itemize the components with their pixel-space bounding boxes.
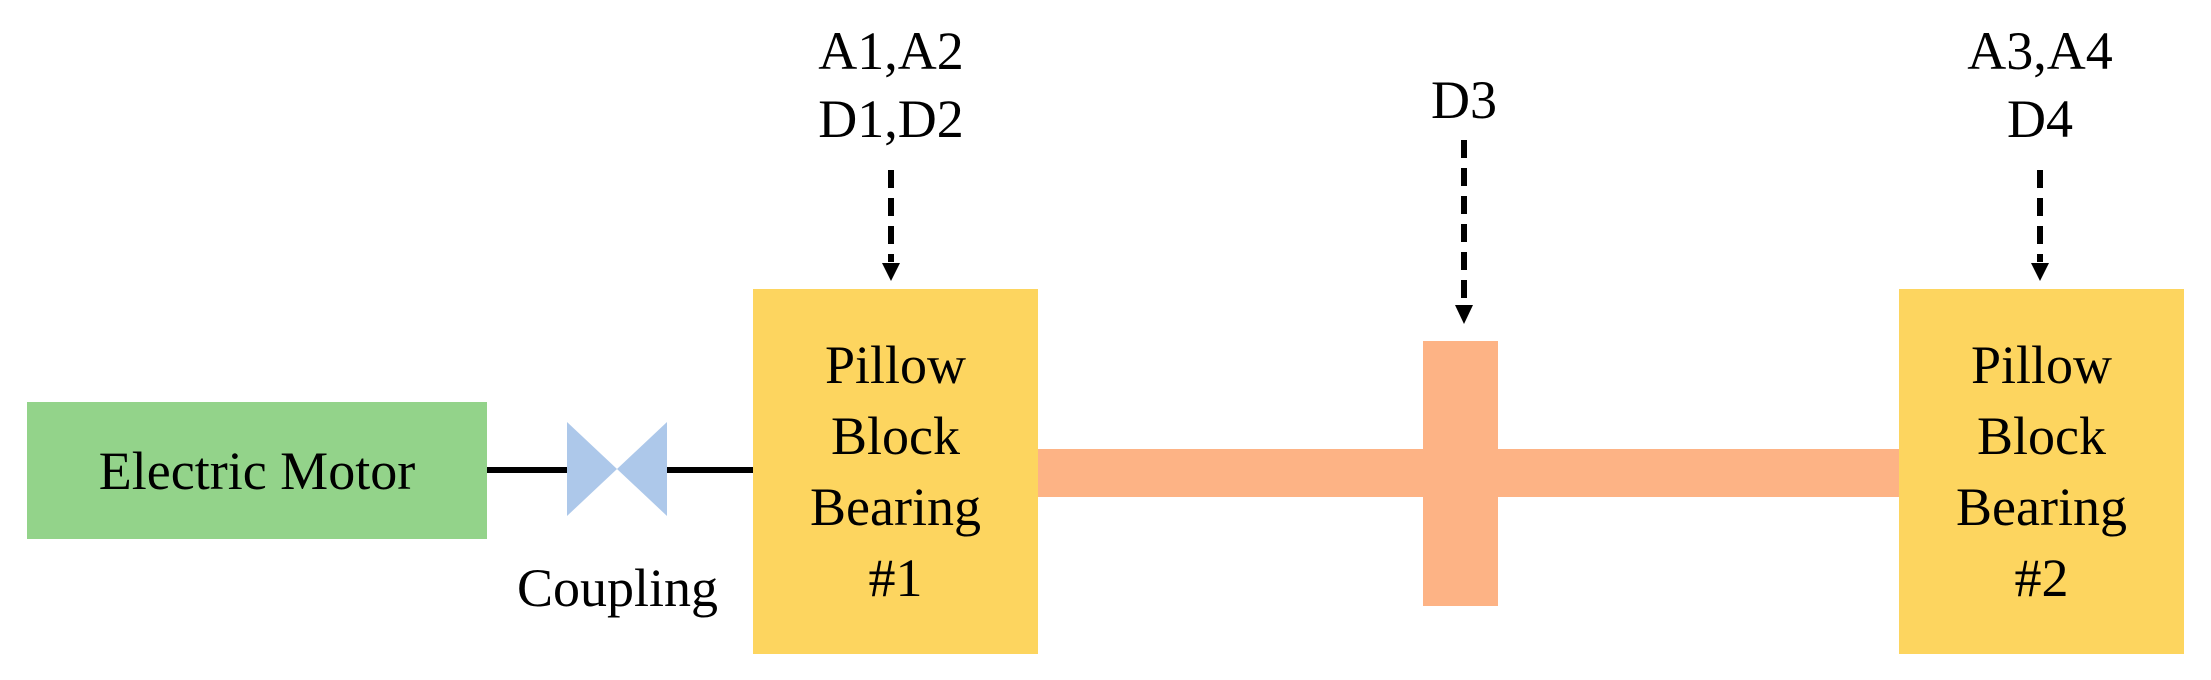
bearing2-line4: #2 xyxy=(2014,547,2069,608)
bearing1-line2: Block xyxy=(831,405,960,466)
sensor-label-d1-d2: D1,D2 xyxy=(818,89,964,149)
rotor-disk xyxy=(1423,341,1498,606)
motor-shaft-line-left xyxy=(487,467,567,473)
bearing1-line3: Bearing xyxy=(810,476,981,537)
arrowhead-disk xyxy=(1455,305,1473,324)
arrowhead-bearing2 xyxy=(2031,263,2049,281)
coupling-icon xyxy=(567,422,617,516)
bearing2-line3: Bearing xyxy=(1956,476,2127,537)
sensor-label-disk: D3 xyxy=(1389,66,1539,134)
sensor-label-bearing2: A3,A4 D4 xyxy=(1925,17,2155,153)
bearing1-line1: Pillow xyxy=(824,334,967,395)
coupling-icon-right xyxy=(617,422,667,516)
pillow-block-bearing-2: Pillow Block Bearing #2 xyxy=(1899,289,2184,654)
motor-shaft-line-right xyxy=(667,467,754,473)
sensor-label-a1-a2: A1,A2 xyxy=(818,21,964,81)
bearing2-line1: Pillow xyxy=(1970,334,2113,395)
sensor-label-a3-a4: A3,A4 xyxy=(1967,21,2113,81)
bearing1-line4: #1 xyxy=(868,547,923,608)
sensor-label-d3: D3 xyxy=(1431,70,1497,130)
coupling-label: Coupling xyxy=(516,558,719,618)
pillow-block-bearing-1: Pillow Block Bearing #1 xyxy=(753,289,1038,654)
arrowhead-bearing1 xyxy=(882,263,900,281)
electric-motor-label: Electric Motor xyxy=(98,440,416,501)
sensor-label-bearing1: A1,A2 D1,D2 xyxy=(776,17,1006,153)
electric-motor-block: Electric Motor xyxy=(27,402,487,539)
sensor-label-d4: D4 xyxy=(2007,89,2073,149)
bearing2-line2: Block xyxy=(1977,405,2106,466)
